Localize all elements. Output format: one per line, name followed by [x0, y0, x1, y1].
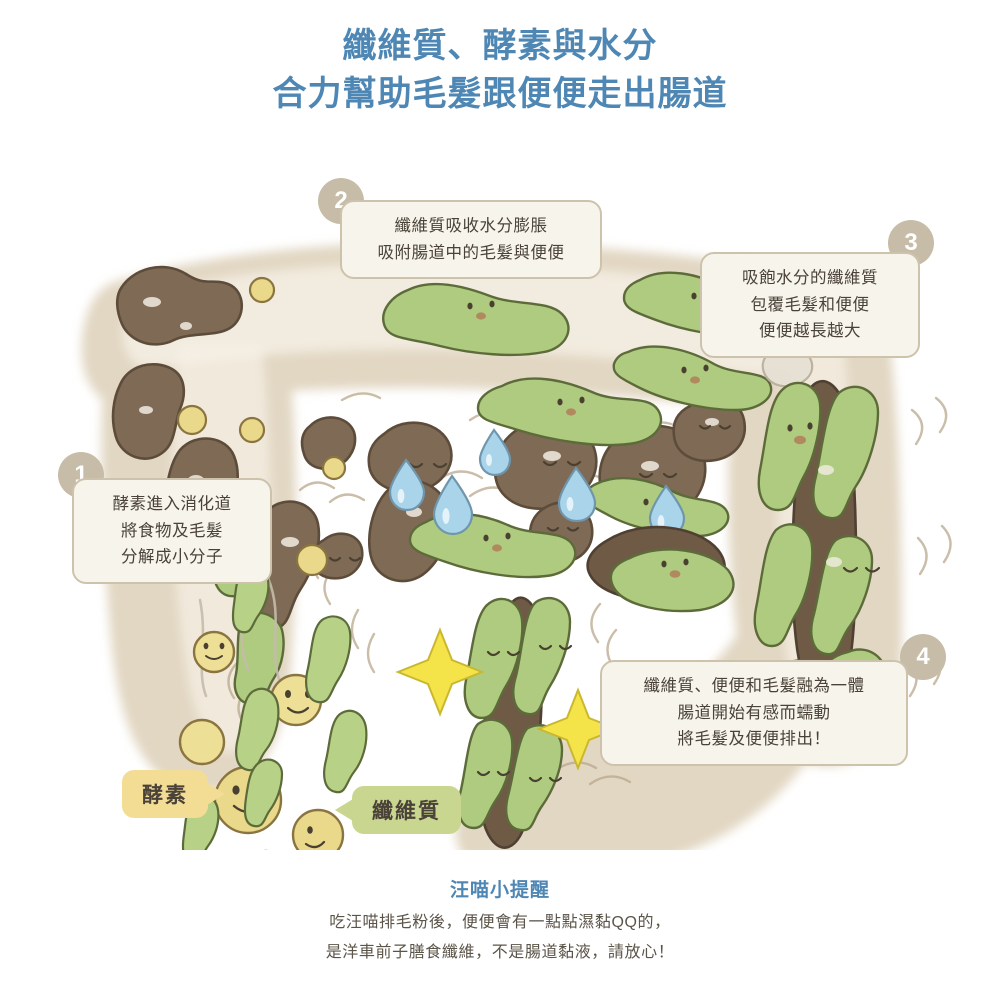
poop-faces	[328, 424, 732, 562]
step-1-line-3: 分解成小分子	[121, 548, 223, 567]
enzyme-blob-icon	[192, 630, 236, 674]
step-4-line-3: 將毛髮及便便排出！	[677, 730, 831, 749]
step-4-line-2: 腸道開始有感而蠕動	[677, 703, 831, 722]
fiber-wrapped-poop-middle	[586, 525, 735, 613]
step-3-line-1: 吸飽水分的纖維質	[742, 269, 878, 287]
step-4-line-1: 纖維質、便便和毛髮融為一體	[643, 677, 865, 695]
step-callout-3: 吸飽水分的纖維質 包覆毛髮和便便 便便越長越大	[700, 252, 920, 359]
enzyme-faces	[203, 642, 326, 849]
step-2-line-2: 吸附腸道中的毛髮與便便	[377, 243, 565, 262]
note-title: 汪喵小提醒	[449, 880, 550, 901]
note-line-2: 是洋車前子膳食纖維，不是腸道黏液，請放心！	[325, 943, 675, 961]
sparkle-group	[395, 627, 620, 771]
fiber-blob-icon	[305, 615, 352, 704]
step-callout-4: 纖維質、便便和毛髮融為一體 腸道開始有感而蠕動 將毛髮及便便排出！	[600, 660, 908, 767]
sparkle-icon	[536, 687, 620, 771]
enzyme-dots-transverse	[176, 276, 347, 582]
step-1-line-2: 將食物及毛髮	[121, 521, 223, 540]
legend-fiber: 纖維質	[335, 786, 461, 834]
sparkle-icon	[395, 627, 485, 717]
note-body: 吃汪喵排毛粉後，便便會有一點點濕黏QQ的， 是洋車前子膳食纖維，不是腸道黏液，請…	[0, 908, 1000, 967]
step-3-line-3: 便便越長越大	[759, 322, 861, 341]
fiber-blob-icon	[243, 758, 284, 828]
step-2-line-1: 纖維質吸收水分膨脹	[394, 217, 548, 235]
fiber-blob-icon	[323, 709, 368, 794]
page-title: 纖維質、酵素與水分 合力幫助毛髮跟便便走出腸道	[0, 22, 1000, 119]
title-line-2: 合力幫助毛髮跟便便走出腸道	[272, 75, 728, 114]
step-1-line-1: 酵素進入消化道	[112, 495, 232, 513]
title-line-1: 纖維質、酵素與水分	[342, 27, 658, 65]
step-3-line-2: 包覆毛髮和便便	[750, 295, 870, 314]
water-drop-highlights	[397, 454, 665, 529]
step-callout-2: 纖維質吸收水分膨脹 吸附腸道中的毛髮與便便	[340, 200, 602, 280]
fiber-wrapped-poop-sigmoid	[457, 596, 573, 849]
poop-highlights	[139, 297, 719, 547]
legend-enzyme: 酵素	[122, 770, 225, 818]
enzyme-blob-icon	[178, 718, 226, 766]
note-line-1: 吃汪喵排毛粉後，便便會有一點點濕黏QQ的，	[329, 914, 671, 931]
enzyme-blob-icon	[291, 808, 345, 850]
step-callout-1: 酵素進入消化道 將食物及毛髮 分解成小分子	[72, 478, 272, 585]
